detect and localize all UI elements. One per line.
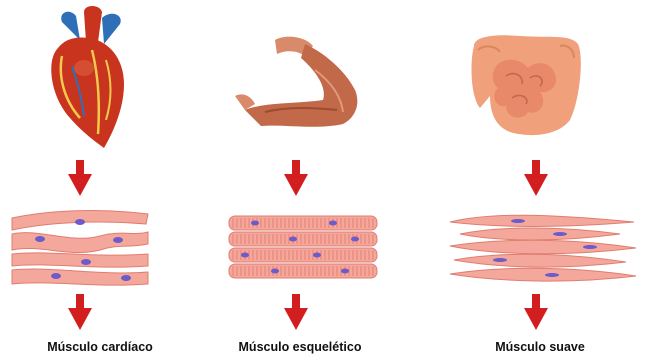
- cardiac-graphics: [0, 0, 200, 356]
- intestines-icon: [472, 35, 581, 135]
- label-smooth: Músculo suave: [440, 340, 640, 354]
- skeletal-graphics: [205, 0, 405, 356]
- smooth-graphics: [440, 0, 640, 356]
- heart-icon: [51, 6, 124, 148]
- label-skeletal: Músculo esquelético: [200, 340, 400, 354]
- flexed-arm-icon: [235, 37, 357, 127]
- arrow-down-icon: [524, 160, 548, 196]
- cardiac-tissue: [12, 211, 148, 286]
- column-skeletal: Músculo esquelético: [205, 0, 405, 356]
- skeletal-tissue: [229, 216, 377, 278]
- smooth-tissue: [450, 215, 636, 281]
- arrow-down-icon: [284, 294, 308, 330]
- label-cardiac: Músculo cardíaco: [0, 340, 200, 354]
- arrow-down-icon: [68, 294, 92, 330]
- column-smooth: Músculo suave: [440, 0, 640, 356]
- arrow-down-icon: [284, 160, 308, 196]
- column-cardiac: Músculo cardíaco: [0, 0, 200, 356]
- arrow-down-icon: [68, 160, 92, 196]
- arrow-down-icon: [524, 294, 548, 330]
